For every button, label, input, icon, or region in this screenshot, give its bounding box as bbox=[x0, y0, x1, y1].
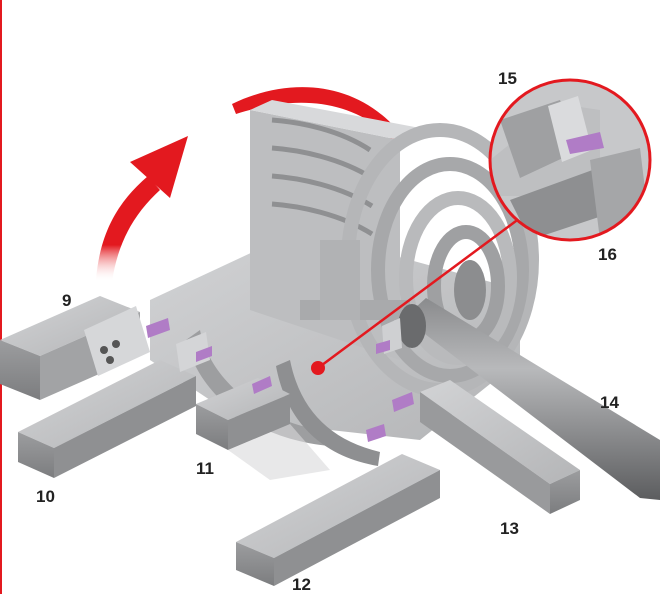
callout-16: 16 bbox=[598, 245, 617, 264]
callout-9: 9 bbox=[62, 291, 72, 310]
tool-13-holder bbox=[392, 380, 580, 514]
tool-14-boring-bar bbox=[376, 298, 660, 500]
zoom-leader-dot bbox=[311, 361, 325, 375]
callout-14: 14 bbox=[600, 393, 619, 412]
zoom-leader-line bbox=[317, 216, 521, 370]
callout-15: 15 bbox=[498, 69, 517, 88]
tool-12-holder bbox=[236, 424, 440, 586]
tool-11-holder bbox=[196, 376, 330, 480]
margin-line bbox=[0, 0, 2, 594]
callout-11: 11 bbox=[196, 459, 214, 478]
tool-10-holder bbox=[18, 332, 212, 478]
tool-9-holder bbox=[0, 296, 170, 400]
zoom-detail bbox=[488, 78, 652, 242]
callout-13: 13 bbox=[500, 519, 519, 538]
callout-12: 12 bbox=[292, 575, 311, 594]
callout-10: 10 bbox=[36, 487, 55, 506]
rotation-arrow bbox=[96, 136, 188, 282]
